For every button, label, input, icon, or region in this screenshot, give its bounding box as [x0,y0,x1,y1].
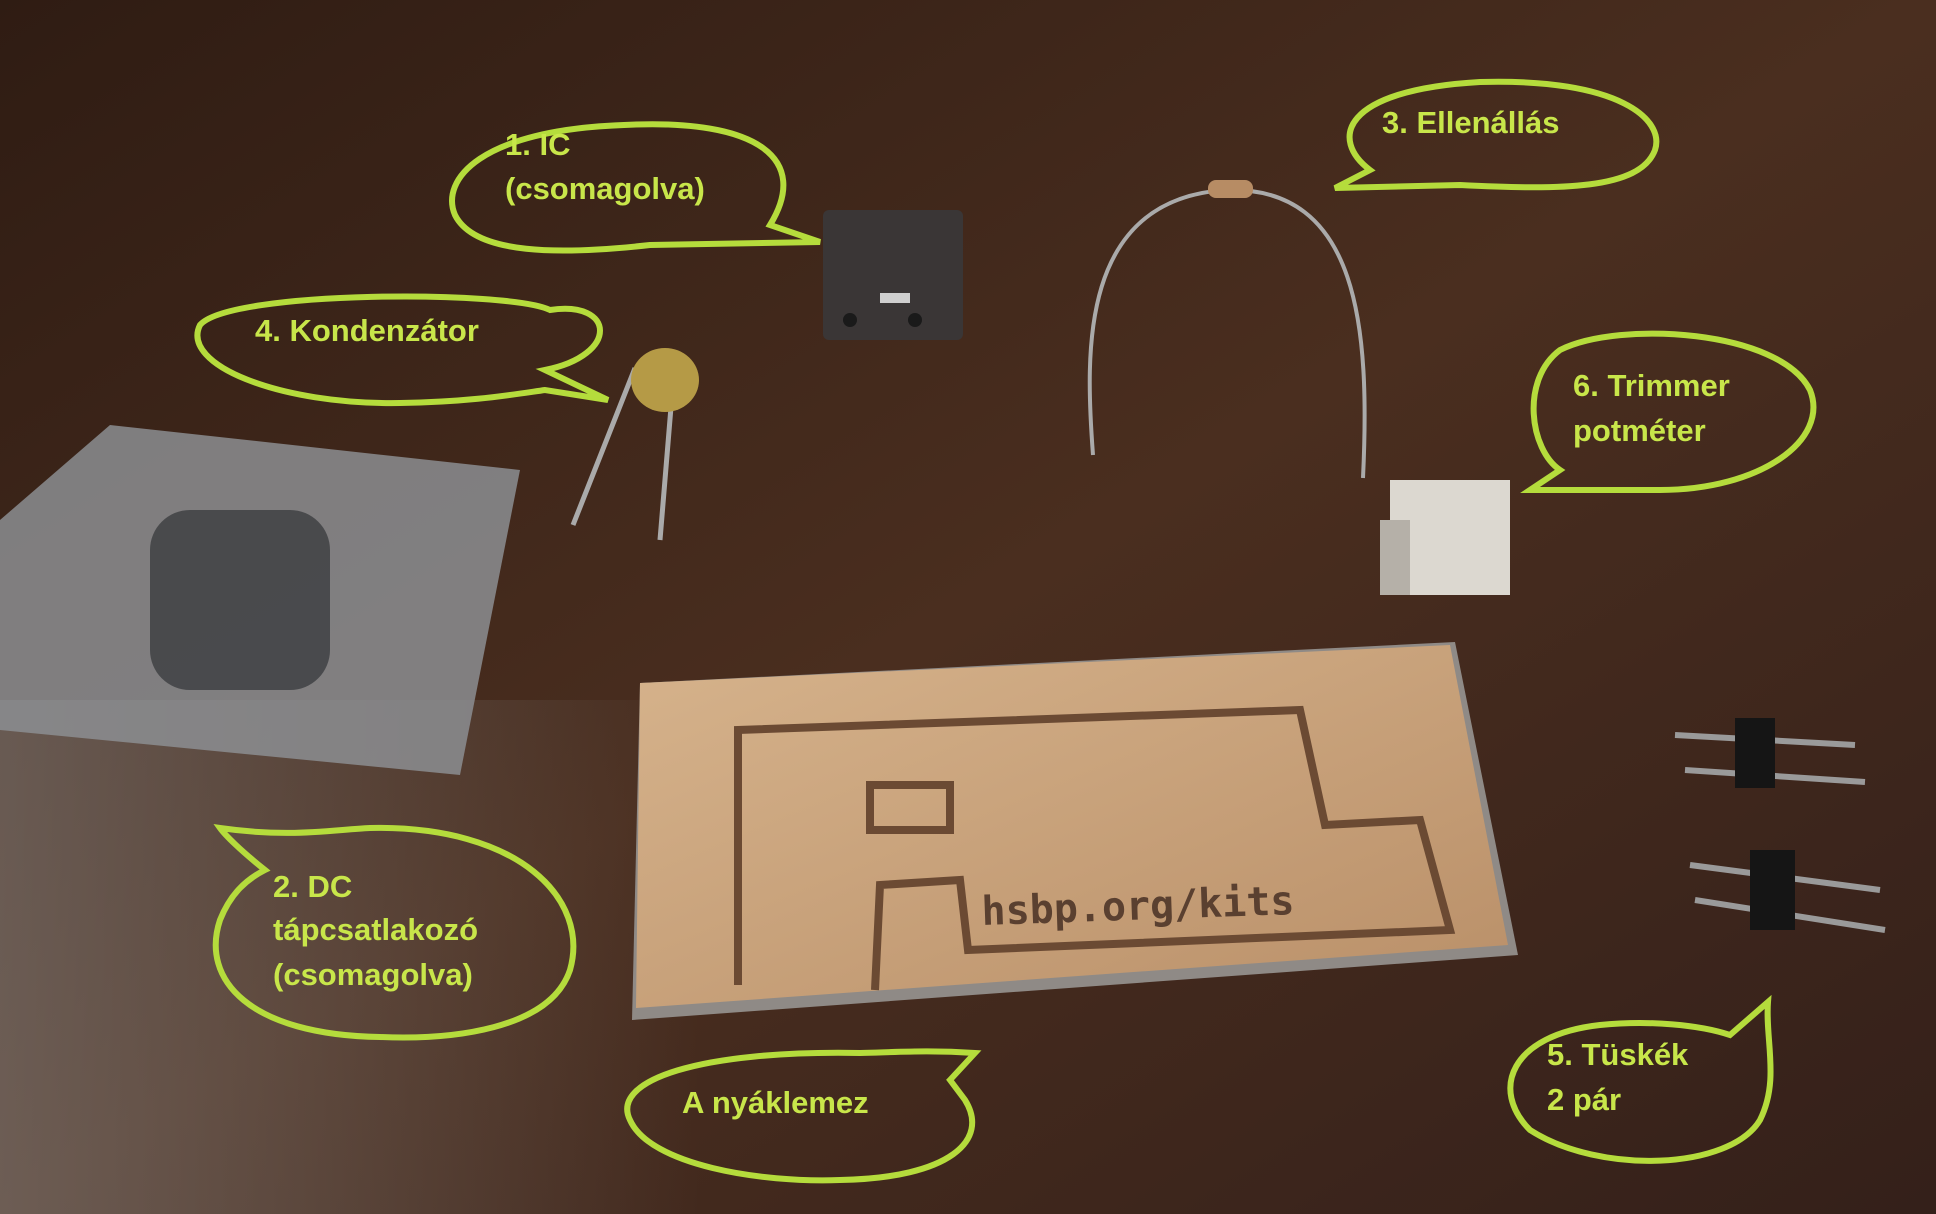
trimmer-component [1380,480,1510,595]
label-dc-jack-line2: tápcsatlakozó [273,912,478,947]
dc-jack-package [0,425,520,775]
label-dc-jack-line1: 2. DC [273,869,352,904]
callout-ic: 1. IC (csomagolva) [449,121,821,254]
light-glare [0,700,700,1214]
callout-pcb: A nyáklemez [624,1048,982,1184]
label-capacitor: 4. Kondenzátor [255,313,479,348]
callout-trimmer: 6. Trimmer potméter [1520,330,1817,493]
pcb-board: hsbp.org/kits [632,642,1518,1020]
capacitor-component [570,348,699,541]
callout-capacitor: 4. Kondenzátor [194,293,610,407]
label-pins-line1: 5. Tüskék [1547,1037,1689,1072]
label-ic-line2: (csomagolva) [505,171,705,206]
pin-headers [1674,718,1886,933]
callout-dc-jack: 2. DC tápcsatlakozó (csomagolva) [212,824,577,1041]
label-dc-jack-line3: (csomagolva) [273,957,473,992]
callout-resistor: 3. Ellenállás [1333,78,1660,191]
label-trimmer-line2: potméter [1573,413,1706,448]
resistor-component [1087,180,1367,479]
pcb-silkscreen-text: hsbp.org/kits [981,878,1295,935]
label-pcb: A nyáklemez [682,1085,869,1120]
label-resistor: 3. Ellenállás [1382,105,1560,140]
callout-pins: 5. Tüskék 2 pár [1507,994,1774,1164]
label-pins-line2: 2 pár [1547,1082,1621,1117]
label-trimmer-line1: 6. Trimmer [1573,368,1730,403]
label-ic-line1: 1. IC [505,127,570,162]
ic-component [823,210,963,340]
